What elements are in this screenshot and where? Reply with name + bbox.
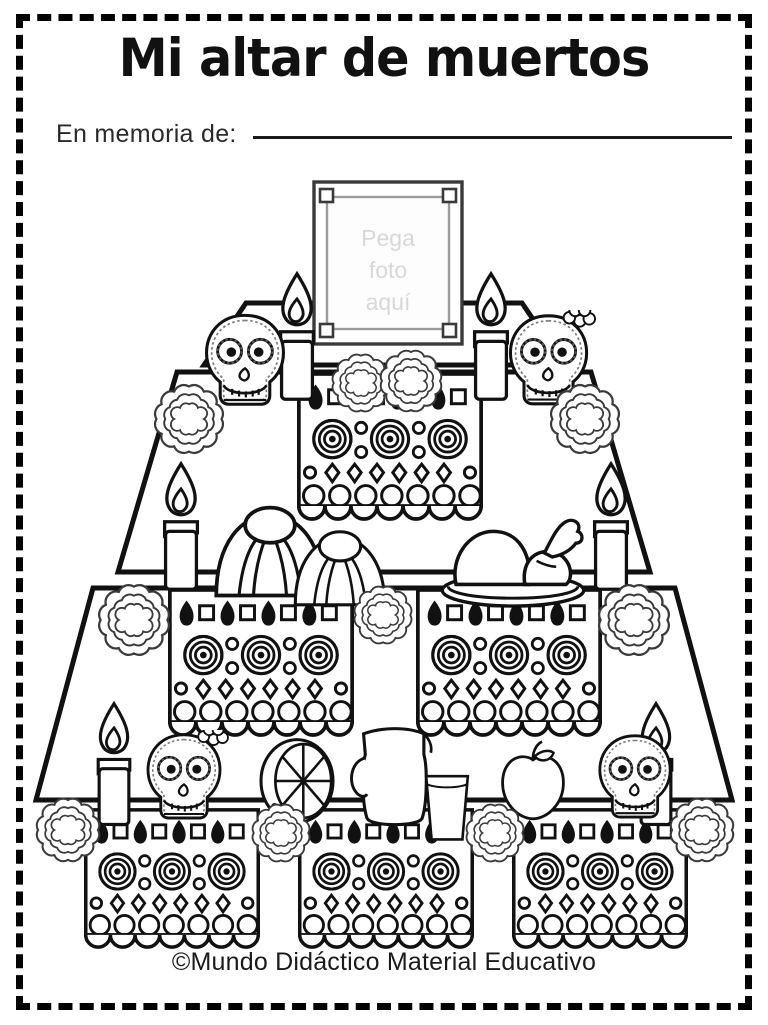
- marigold-icon: [35, 797, 101, 863]
- marigold-icon: [153, 383, 225, 455]
- memoria-write-line[interactable]: [252, 136, 732, 139]
- papel-picado-banner: [84, 808, 260, 949]
- candle-icon: [278, 272, 316, 401]
- page-title: Mi altar de muertos: [118, 28, 651, 89]
- marigold-icon: [98, 584, 170, 656]
- candle-icon: [592, 462, 630, 591]
- papel-picado-banner: [416, 588, 602, 737]
- photo-hint-line-3: aquí: [366, 289, 411, 315]
- memoria-field-row: En memoria de:: [56, 120, 732, 160]
- candle-icon: [96, 702, 132, 827]
- marigold-icon: [251, 803, 311, 863]
- papel-picado-banner: [168, 588, 354, 737]
- altar-illustration: Pega foto aquí: [32, 180, 736, 949]
- page-dashed-border: [16, 14, 752, 1010]
- marigold-icon: [465, 803, 525, 863]
- footer-credit: ©Mundo Didáctico Material Educativo: [171, 948, 597, 976]
- pitcher-icon: [349, 727, 433, 827]
- marigold-icon: [353, 585, 413, 645]
- memoria-label: En memoria de:: [56, 120, 237, 148]
- candle-icon: [472, 272, 510, 401]
- marigold-icon: [549, 383, 621, 455]
- glass-icon: [424, 774, 470, 841]
- photo-hint-line-1: Pega: [361, 225, 415, 251]
- candle-icon: [162, 462, 200, 591]
- photo-hint-line-2: foto: [369, 257, 407, 283]
- marigold-icon: [598, 584, 670, 656]
- marigold-icon: [379, 349, 443, 413]
- photo-frame[interactable]: Pega foto aquí: [312, 180, 464, 346]
- marigold-icon: [669, 797, 735, 863]
- papel-picado-banner: [512, 808, 688, 949]
